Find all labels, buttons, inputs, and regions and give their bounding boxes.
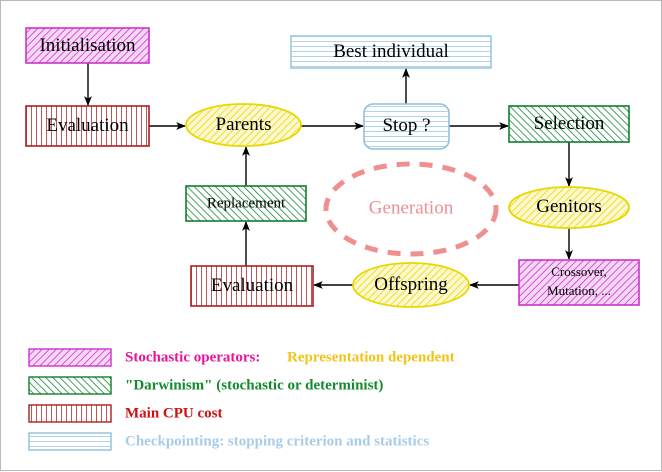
node-replacement[interactable]: Replacement bbox=[185, 185, 307, 222]
node-selection[interactable]: Selection bbox=[508, 105, 630, 143]
node-parents-label: Parents bbox=[216, 114, 272, 135]
legend-item-stochastic-operators: Stochastic operators: Representation dep… bbox=[28, 348, 455, 367]
node-genitors[interactable]: Genitors bbox=[508, 186, 630, 229]
node-stop[interactable]: Stop ? bbox=[363, 103, 450, 150]
node-initialisation-label: Initialisation bbox=[39, 35, 136, 56]
node-selection-label: Selection bbox=[534, 113, 605, 134]
legend: Stochastic operators: Representation dep… bbox=[28, 348, 455, 451]
legend-swatch-magenta-diag bbox=[28, 348, 112, 367]
node-crossover-mutation[interactable]: Crossover, Mutation, ... bbox=[518, 259, 640, 306]
legend-swatch-blue-horiz bbox=[28, 432, 112, 451]
node-evaluation-top[interactable]: Evaluation bbox=[25, 105, 150, 147]
legend-item-checkpointing: Checkpointing: stopping criterion and st… bbox=[28, 432, 429, 451]
legend-swatch-red-vert bbox=[28, 404, 112, 423]
legend-label-darwinism: "Darwinism" (stochastic or determinist) bbox=[125, 377, 383, 393]
legend-item-darwinism: "Darwinism" (stochastic or determinist) bbox=[28, 376, 383, 395]
node-crossover-label-line2: Mutation, ... bbox=[547, 283, 611, 298]
node-evaluation-bottom-label: Evaluation bbox=[211, 275, 294, 296]
node-best-individual[interactable]: Best individual bbox=[290, 35, 492, 69]
node-evaluation-bottom[interactable]: Evaluation bbox=[190, 265, 314, 307]
node-parents[interactable]: Parents bbox=[185, 103, 302, 147]
node-initialisation[interactable]: Initialisation bbox=[25, 27, 150, 64]
legend-label-checkpointing: Checkpointing: stopping criterion and st… bbox=[125, 433, 429, 449]
node-best-individual-label: Best individual bbox=[333, 41, 449, 62]
node-crossover-label-line1: Crossover, bbox=[551, 264, 606, 279]
node-evaluation-top-label: Evaluation bbox=[46, 115, 129, 136]
legend-swatch-green-diag bbox=[28, 376, 112, 395]
node-generation-annotation: Generation bbox=[323, 161, 499, 257]
legend-label-representation-dependent: Representation dependent bbox=[287, 349, 455, 365]
legend-item-main-cpu-cost: Main CPU cost bbox=[28, 404, 223, 423]
node-stop-label: Stop ? bbox=[382, 115, 430, 136]
node-replacement-label: Replacement bbox=[207, 195, 286, 211]
legend-label-main-cpu-cost: Main CPU cost bbox=[125, 405, 223, 421]
node-offspring-label: Offspring bbox=[374, 274, 448, 295]
node-genitors-label: Genitors bbox=[536, 196, 601, 217]
generation-dashed-ellipse bbox=[323, 161, 499, 257]
node-generation-label: Generation bbox=[369, 197, 454, 218]
node-offspring[interactable]: Offspring bbox=[352, 262, 470, 308]
legend-label-stochastic-operators: Stochastic operators: bbox=[125, 349, 260, 365]
